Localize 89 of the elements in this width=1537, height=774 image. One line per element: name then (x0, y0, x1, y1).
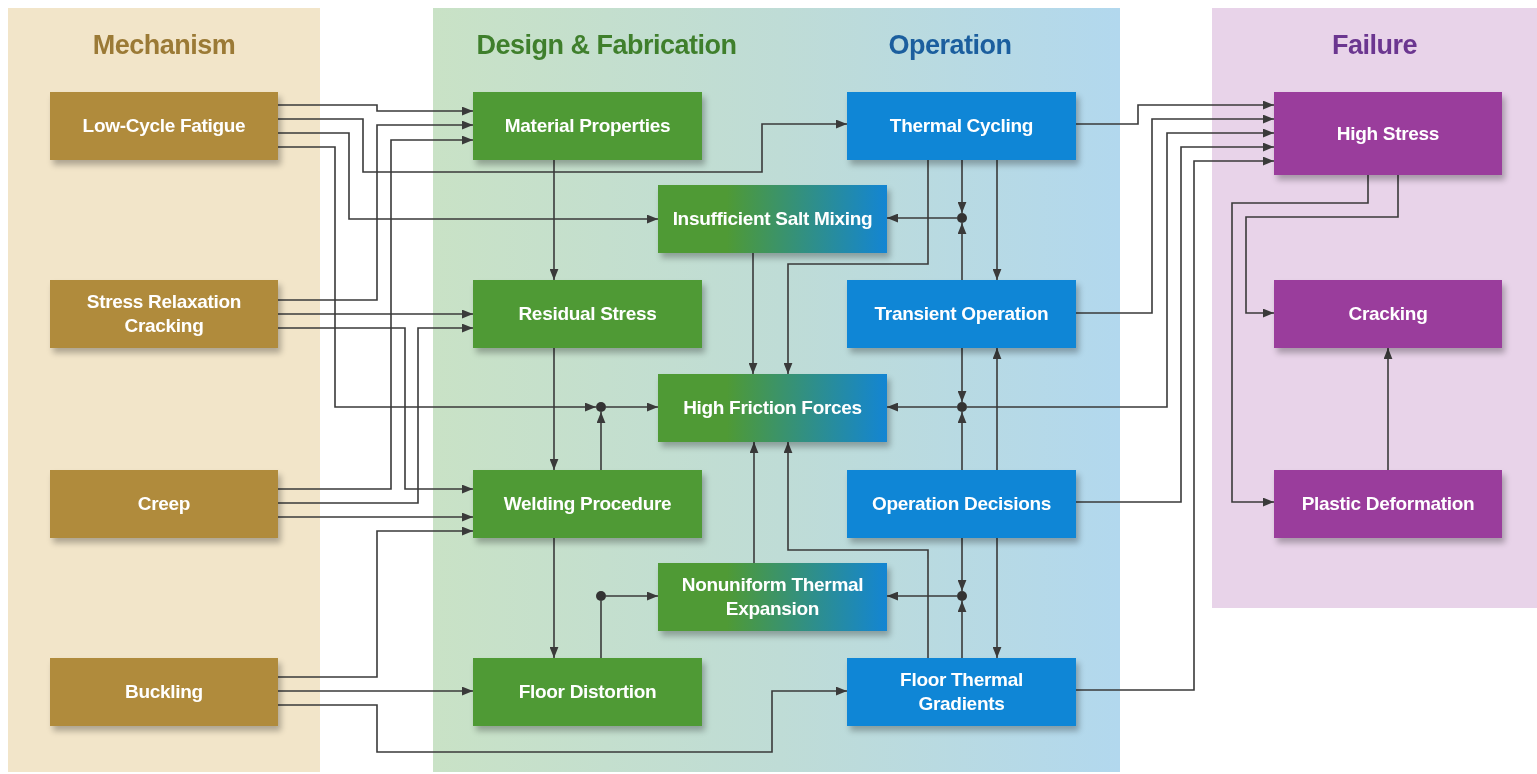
arrow (992, 159, 1002, 281)
arrow (605, 591, 659, 601)
junction-dot (596, 402, 606, 412)
box-label: Operation Decisions (871, 492, 1052, 516)
box-label: Floor Thermal Gradients (899, 668, 1024, 716)
box-label: Stress Relaxation Cracking (85, 290, 243, 338)
connector-line (600, 600, 602, 659)
arrow (277, 118, 848, 173)
process-box (847, 470, 1076, 538)
arrow (549, 537, 559, 659)
box-label: Material Properties (504, 114, 671, 138)
arrow (277, 309, 474, 319)
process-box (50, 658, 278, 726)
arrow (957, 222, 967, 281)
column-heading: Design & Fabrication (475, 30, 738, 61)
box-label: Residual Stress (518, 302, 657, 326)
process-box (473, 92, 702, 160)
arrow (549, 347, 559, 471)
arrow (277, 104, 474, 116)
process-box (658, 185, 887, 253)
junction-dot (957, 213, 967, 223)
process-box (847, 92, 1076, 160)
column-heading: Operation (887, 30, 1013, 61)
process-box (473, 658, 702, 726)
box-label: Thermal Cycling (889, 114, 1034, 138)
arrow (277, 526, 474, 678)
process-box (1274, 280, 1502, 348)
box-label: Low-Cycle Fatigue (82, 114, 246, 138)
arrow (277, 135, 474, 490)
box-label: Plastic Deformation (1301, 492, 1475, 516)
box-label: Buckling (125, 680, 203, 704)
box-label: Welding Procedure (503, 492, 672, 516)
arrow (1231, 174, 1369, 507)
process-box (473, 280, 702, 348)
arrow (1383, 347, 1393, 471)
arrow (1075, 114, 1275, 314)
box-label: Cracking (1348, 302, 1428, 326)
junction-dot (957, 402, 967, 412)
arrow (957, 411, 967, 471)
arrow (277, 120, 474, 301)
arrow (886, 213, 958, 223)
process-box (658, 374, 887, 442)
column-heading: Mechanism (91, 30, 237, 61)
process-box (1274, 470, 1502, 538)
arrow (957, 537, 967, 592)
arrow (605, 402, 659, 412)
arrow (1075, 142, 1275, 503)
box-label: Insufficient Salt Mixing (672, 207, 873, 231)
arrow (966, 128, 1275, 408)
arrow (748, 252, 758, 375)
box-label: Nonuniform Thermal Expansion (680, 573, 865, 621)
box-label: High Stress (1336, 121, 1440, 146)
arrow (886, 591, 958, 601)
box-label: Floor Distortion (518, 680, 657, 704)
process-box (473, 470, 702, 538)
arrow (992, 537, 1002, 659)
box-label: High Friction Forces (683, 396, 862, 420)
arrow (1075, 156, 1275, 691)
arrow (277, 686, 474, 696)
column-panel (8, 8, 320, 772)
arrow (277, 512, 474, 522)
process-box (1274, 92, 1502, 175)
arrow (277, 146, 597, 412)
arrow (957, 600, 967, 659)
arrow (549, 159, 559, 281)
arrow (1075, 100, 1275, 125)
arrow (277, 132, 659, 224)
junction-dot (596, 591, 606, 601)
arrow (957, 347, 967, 403)
arrow (783, 159, 929, 375)
arrow (957, 159, 967, 214)
arrow (749, 441, 759, 564)
column-panel (1212, 8, 1537, 608)
arrow (1245, 174, 1399, 318)
column-heading: Failure (1331, 30, 1418, 61)
process-box (50, 92, 278, 160)
arrow (596, 411, 606, 471)
box-label: Transient Operation (874, 302, 1049, 326)
junction-dot (957, 591, 967, 601)
process-box (847, 658, 1076, 726)
arrow (277, 686, 848, 753)
process-box (50, 470, 278, 538)
process-box (50, 280, 278, 348)
arrow (783, 441, 929, 659)
box-label: Creep (137, 492, 191, 516)
arrow (992, 347, 1002, 471)
process-box (658, 563, 887, 631)
process-box (847, 280, 1076, 348)
arrow (886, 402, 958, 412)
